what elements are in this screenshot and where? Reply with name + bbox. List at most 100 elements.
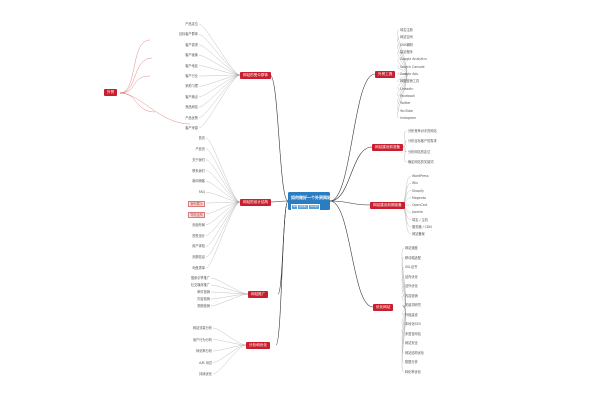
connector [212, 344, 247, 363]
leaf-r1-6[interactable]: Google Ads [400, 72, 419, 76]
leaf-r4-4[interactable]: 站外优化 [405, 284, 418, 289]
leaf-l1-9[interactable]: 产品优势 [185, 115, 198, 120]
leaf-l2-7[interactable]: 导航结构 [188, 211, 205, 218]
leaf-l4-1[interactable]: 用户行为分析 [192, 337, 212, 342]
leaf-l3-1[interactable]: 社交媒体推广 [190, 283, 210, 287]
leaf-l2-10[interactable]: 用户体验 [192, 244, 205, 249]
leaf-l2-9[interactable]: 视觉设计 [192, 233, 205, 238]
leaf-l1-4[interactable]: 客户地区 [185, 63, 198, 68]
leaf-l2-8[interactable]: 页面布局 [192, 222, 205, 227]
leaf-r3-0[interactable]: WordPress [412, 174, 429, 178]
leaf-l1-7[interactable]: 客户痛点 [185, 94, 198, 99]
leaf-l1-1[interactable]: 目标客户群体 [178, 32, 198, 37]
leaf-r4-13[interactable]: 转化率优化 [405, 370, 421, 374]
leaf-r4-0[interactable]: 网站速度 [405, 246, 418, 250]
connector [198, 34, 241, 76]
leaf-l4-0[interactable]: 网站流量分析 [192, 326, 212, 330]
connector [119, 92, 191, 125]
side-node[interactable]: 外贸 [104, 89, 118, 96]
leaf-r4-2[interactable]: SSL证书 [405, 265, 418, 270]
connector [205, 170, 241, 203]
leaf-r1-11[interactable]: YouTube [400, 108, 413, 113]
leaf-l1-6[interactable]: 采购习惯 [185, 84, 198, 89]
leaf-r3-5[interactable]: Joomla [412, 210, 423, 215]
leaf-r1-7[interactable]: 邮箱营销工具 [400, 79, 420, 84]
connector [212, 344, 247, 375]
branch-l1[interactable]: 网站的受众群体 [240, 72, 272, 79]
leaf-l3-4[interactable]: 视频营销 [197, 304, 210, 308]
leaf-r1-10[interactable]: Twitter [400, 101, 411, 106]
leaf-l4-3[interactable]: A/B 测试 [199, 360, 212, 365]
leaf-r1-0[interactable]: 域名注册 [400, 28, 413, 32]
connector [119, 92, 156, 113]
branch-r2[interactable]: 网站建设前准备 [372, 144, 404, 151]
leaf-r4-6[interactable]: 关键词研究 [405, 303, 421, 308]
leaf-l1-5[interactable]: 客户行业 [185, 74, 198, 78]
leaf-l2-6[interactable]: 案例展示 [188, 201, 205, 207]
leaf-l2-4[interactable]: 新闻博客 [192, 179, 205, 184]
leaf-r2-0[interactable]: 分析竞争对手的网站 [408, 129, 437, 133]
leaf-r1-1[interactable]: 网站空间 [400, 35, 413, 40]
leaf-r1-3[interactable]: 建站程序 [400, 50, 413, 54]
leaf-r4-10[interactable]: 网站安全 [405, 341, 418, 346]
leaf-r2-3[interactable]: 确定网站的关键词 [408, 160, 434, 164]
leaf-r3-4[interactable]: OpenCart [412, 203, 428, 207]
leaf-r1-12[interactable]: Instagram [400, 116, 417, 120]
leaf-r2-1[interactable]: 分析目标客户的需求 [408, 139, 437, 144]
connector [210, 291, 249, 295]
branch-l3[interactable]: 网站推广 [248, 291, 269, 298]
branch-r3[interactable]: 网站建设前期准备 [370, 202, 405, 209]
leaf-r1-2[interactable]: DNS解析 [400, 42, 414, 47]
leaf-l2-1[interactable]: 产品页 [195, 146, 205, 151]
branch-r4[interactable]: 优化网站 [373, 304, 394, 311]
leaf-r4-12[interactable]: 数据分析 [405, 360, 418, 365]
leaf-r4-5[interactable]: 内容营销 [405, 293, 418, 298]
connector [205, 201, 241, 247]
leaf-r4-9[interactable]: 多语言网站 [405, 331, 421, 336]
leaf-r4-8[interactable]: 本地化SEO [405, 322, 422, 327]
leaf-r3-2[interactable]: Shopify [412, 188, 424, 193]
branch-r1[interactable]: 外贸工具 [375, 71, 396, 78]
leaf-r1-5[interactable]: Search Console [400, 64, 425, 69]
leaf-l2-0[interactable]: 首页 [198, 136, 205, 140]
connector [205, 201, 241, 236]
leaf-l1-0[interactable]: 产品定位 [185, 22, 198, 26]
center-title: 如何做好一个外贸网站 [291, 195, 331, 200]
connector [198, 74, 241, 129]
connector [210, 284, 249, 295]
leaf-r1-8[interactable]: LinkedIn [400, 86, 414, 91]
leaf-l2-3[interactable]: 联系我们 [192, 168, 205, 173]
leaf-l3-3[interactable]: 内容营销 [197, 297, 210, 301]
leaf-r4-3[interactable]: 站内优化 [405, 274, 418, 279]
connector [198, 44, 241, 76]
leaf-r3-1[interactable]: Wix [412, 181, 418, 186]
leaf-r2-2[interactable]: 分析网站的定位 [408, 149, 431, 154]
leaf-r4-7[interactable]: 外链建设 [405, 312, 418, 317]
leaf-r4-1[interactable]: 移动端适配 [405, 255, 421, 260]
connector [119, 57, 153, 94]
leaf-l1-3[interactable]: 客户画像 [185, 53, 198, 58]
leaf-l4-4[interactable]: 持续优化 [199, 372, 212, 376]
leaf-l1-8[interactable]: 竞品网站 [185, 105, 198, 110]
connector [119, 75, 151, 94]
leaf-r1-9[interactable]: Facebook [400, 94, 415, 98]
leaf-r4-11[interactable]: 网站结构优化 [405, 350, 425, 355]
leaf-r1-4[interactable]: Google Analytics [400, 57, 427, 62]
leaf-l2-11[interactable]: 页脚信息 [192, 255, 205, 260]
center-node[interactable]: 如何做好一个外贸网站 SEO 营销推广 Google [288, 192, 331, 210]
branch-l2[interactable]: 网站的设计结构 [240, 199, 272, 206]
leaf-l1-2[interactable]: 客户需求 [185, 42, 198, 47]
leaf-l2-2[interactable]: 关于我们 [192, 157, 205, 162]
branch-l4[interactable]: 分析和优化 [246, 342, 270, 349]
leaf-l4-2[interactable]: 转化率分析 [196, 349, 212, 353]
leaf-l2-12[interactable]: 询盘表单 [192, 266, 205, 270]
leaf-r3-7[interactable]: 服务器 / CDN [412, 224, 432, 229]
leaf-l1-10[interactable]: 客户来源 [185, 126, 198, 130]
leaf-r3-8[interactable]: 网站备案 [412, 232, 425, 236]
leaf-l2-5[interactable]: FAQ [198, 190, 205, 195]
leaf-r3-6[interactable]: 域名 / 主机 [412, 217, 428, 222]
connector [329, 200, 374, 308]
leaf-l3-2[interactable]: 邮件营销 [197, 290, 210, 294]
leaf-r3-3[interactable]: Magento [412, 195, 426, 200]
leaf-l3-0[interactable]: 搜索引擎推广 [190, 276, 210, 280]
